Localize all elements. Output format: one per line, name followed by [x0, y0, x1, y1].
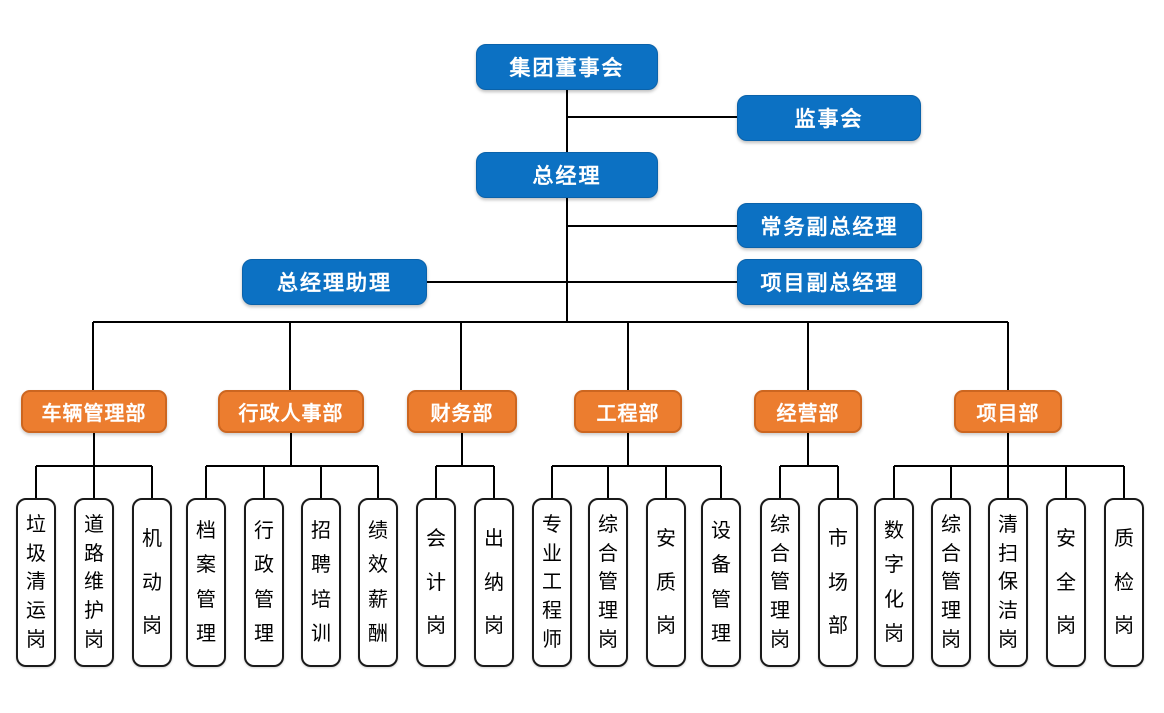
node-dept-project: 项目部 — [954, 390, 1062, 433]
position-box: 市场部 — [818, 498, 858, 667]
position-box: 档案管理 — [186, 498, 226, 667]
position-box: 招聘培训 — [301, 498, 341, 667]
node-dept-engineering: 工程部 — [574, 390, 682, 433]
position-box: 道路维护岗 — [74, 498, 114, 667]
position-box: 数字化岗 — [874, 498, 914, 667]
position-box: 绩效薪酬 — [358, 498, 398, 667]
node-dept-hr-admin: 行政人事部 — [218, 390, 364, 433]
position-box: 综合管理岗 — [760, 498, 800, 667]
position-box: 质检岗 — [1104, 498, 1144, 667]
node-executive-deputy-gm: 常务副总经理 — [737, 203, 922, 248]
node-general-manager: 总经理 — [476, 152, 658, 198]
position-box: 安全岗 — [1046, 498, 1086, 667]
position-box: 专业工程师 — [532, 498, 572, 667]
node-dept-finance: 财务部 — [407, 390, 517, 433]
position-box: 设备管理 — [701, 498, 741, 667]
position-box: 清扫保洁岗 — [988, 498, 1028, 667]
position-box: 行政管理 — [244, 498, 284, 667]
position-box: 垃圾清运岗 — [16, 498, 56, 667]
node-gm-assistant: 总经理助理 — [242, 259, 427, 305]
position-box: 出纳岗 — [474, 498, 514, 667]
node-project-deputy-gm: 项目副总经理 — [737, 259, 922, 305]
node-dept-vehicle-management: 车辆管理部 — [21, 390, 167, 433]
position-box: 综合管理岗 — [588, 498, 628, 667]
node-board: 集团董事会 — [476, 44, 658, 90]
position-box: 综合管理岗 — [931, 498, 971, 667]
position-box: 机动岗 — [132, 498, 172, 667]
node-dept-operations: 经营部 — [754, 390, 862, 433]
position-box: 安质岗 — [646, 498, 686, 667]
node-supervisory-board: 监事会 — [737, 95, 921, 141]
position-box: 会计岗 — [416, 498, 456, 667]
